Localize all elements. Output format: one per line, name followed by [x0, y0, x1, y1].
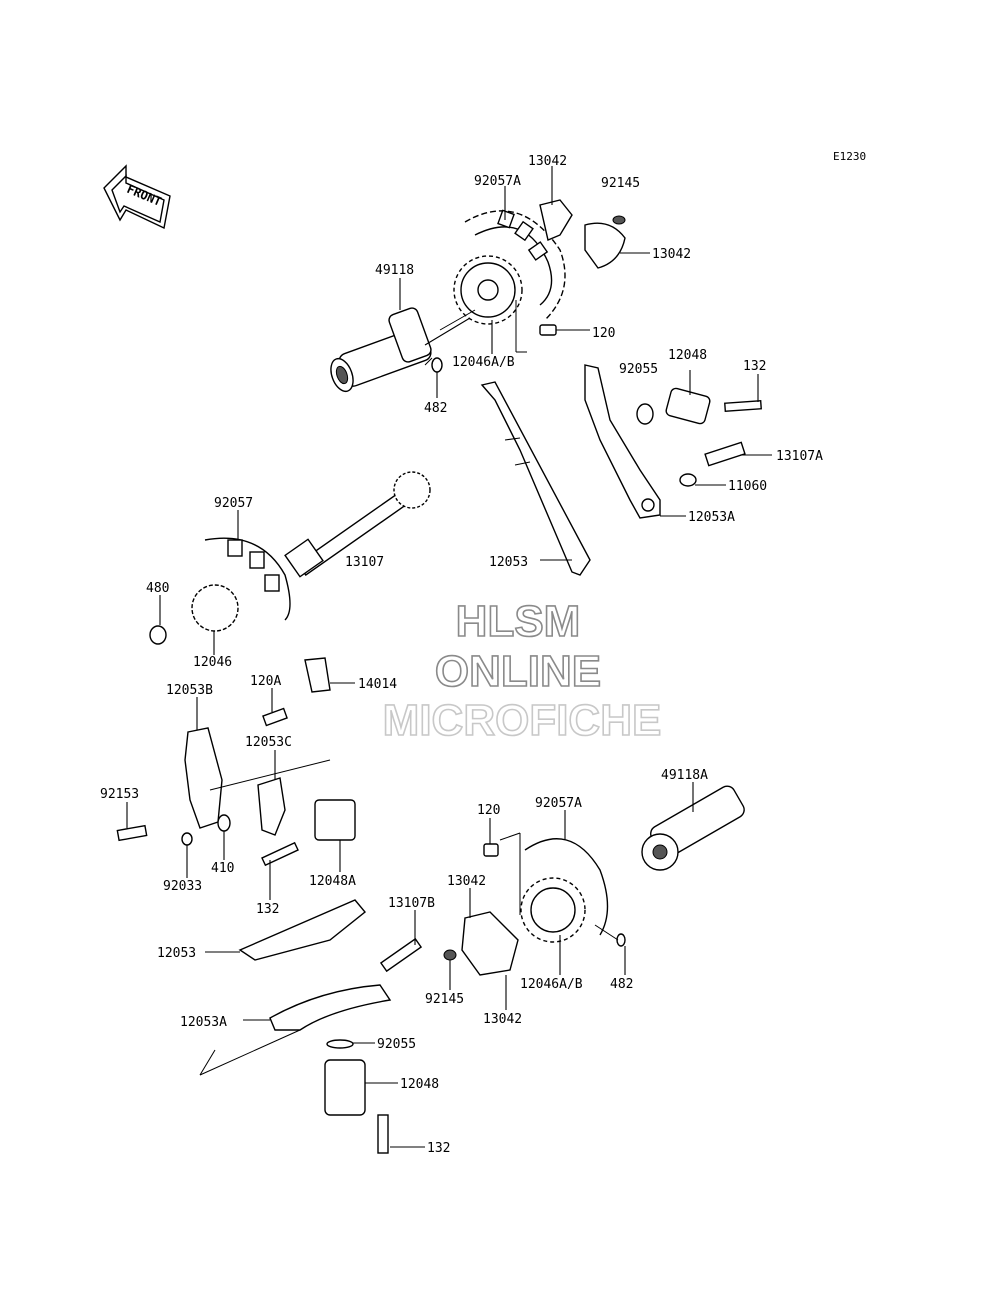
callout-410: 410 [211, 861, 234, 876]
callout-13107b: 13107B [388, 896, 435, 911]
callout-92145-top: 92145 [601, 176, 640, 191]
callout-92057a-bottom: 92057A [535, 796, 582, 811]
callout-120-bottom: 120 [477, 803, 500, 818]
idle-shaft [284, 471, 431, 578]
gear-ring [149, 625, 167, 645]
callout-49118: 49118 [375, 263, 414, 278]
callout-49118a: 49118A [661, 768, 708, 783]
callout-12053-top: 12053 [489, 555, 528, 570]
lower-cam-chain [204, 537, 291, 621]
watermark: HLSM ONLINE MICROFICHE [382, 596, 662, 746]
callout-leaders [126, 166, 772, 1148]
callout-12048-top: 12048 [668, 348, 707, 363]
watermark-line2: ONLINE [435, 647, 601, 696]
callout-13107a: 13107A [776, 449, 823, 464]
bottom-chain-guide [238, 899, 366, 961]
callout-12046: 12046 [193, 655, 232, 670]
callout-120-top: 120 [592, 326, 615, 341]
callout-92145-bottom: 92145 [425, 992, 464, 1007]
callout-92055-bottom: 92055 [377, 1037, 416, 1052]
callout-12053b: 12053B [166, 683, 213, 698]
rear-chain-tensioner [314, 799, 356, 841]
callout-13042-mid: 13042 [447, 874, 486, 889]
guide-washer [181, 832, 193, 846]
callout-11060: 11060 [728, 479, 767, 494]
callout-12053c: 12053C [245, 735, 292, 750]
callout-132-mid: 132 [256, 902, 279, 917]
bottom-spring [443, 949, 457, 961]
callout-92055-top: 92055 [619, 362, 658, 377]
bottom-circlip [616, 933, 626, 947]
callout-482-top: 482 [424, 401, 447, 416]
top-sprocket-bolt [539, 324, 590, 336]
reference-lines [199, 300, 619, 1076]
bottom-chain-tensioner [324, 1059, 366, 1116]
callout-132-bottom: 132 [427, 1141, 450, 1156]
tensioner-bolt [261, 841, 299, 867]
callout-13042-bottom: 13042 [483, 1012, 522, 1027]
bottom-sprocket-bolt [483, 843, 499, 857]
plate-bolt [262, 707, 288, 727]
idle-gear [191, 584, 239, 632]
top-cam-sprocket [453, 255, 523, 325]
top-tensioner-guide [584, 364, 661, 519]
guide-bolt [116, 824, 148, 842]
top-tensioner-bolt [679, 441, 746, 487]
callout-12053a-bottom: 12053A [180, 1015, 227, 1030]
bottom-tensioner-guide [269, 984, 392, 1031]
callout-12046ab-top: 12046A/B [452, 355, 515, 370]
callout-12048a: 12048A [309, 874, 356, 889]
top-cam-chain [464, 209, 566, 321]
top-circlip [431, 357, 443, 373]
bottom-decompressor [461, 911, 519, 976]
rear-chain-guide [184, 727, 223, 829]
callout-480: 480 [146, 581, 169, 596]
bracket-washer [217, 814, 231, 832]
callout-482-bottom: 482 [610, 977, 633, 992]
decompressor-weights [539, 199, 626, 269]
watermark-line1: HLSM [456, 597, 581, 646]
callout-92057: 92057 [214, 496, 253, 511]
callout-12053-bottom: 12053 [157, 946, 196, 961]
top-chain-tensioner [636, 387, 762, 425]
callout-92153: 92153 [100, 787, 139, 802]
callout-14014: 14014 [358, 677, 397, 692]
diagram-code: E1230 [833, 150, 866, 163]
callout-12053a-top: 12053A [688, 510, 735, 525]
callout-92033: 92033 [163, 879, 202, 894]
top-camshaft [330, 307, 471, 393]
top-chain-guide [480, 381, 591, 576]
callout-labels: 13042 92057A 92145 13042 49118 120 12046… [100, 154, 823, 1156]
callout-13042-top: 13042 [528, 154, 567, 169]
watermark-line3: MICROFICHE [383, 696, 662, 745]
guide-plate [304, 657, 331, 693]
callout-92057a-top: 92057A [474, 174, 521, 189]
front-arrow-icon: FRONT [103, 164, 171, 230]
callout-132-top: 132 [743, 359, 766, 374]
bottom-tensioner-bolt [377, 1114, 389, 1154]
bottom-o-ring [326, 1039, 354, 1049]
bottom-camshaft [641, 785, 745, 871]
callout-120a: 120A [250, 674, 281, 689]
callout-12048-bottom: 12048 [400, 1077, 439, 1092]
guide-bracket [257, 777, 286, 836]
bottom-cam-sprocket [520, 877, 586, 943]
callout-13042-right: 13042 [652, 247, 691, 262]
callout-12046ab-bottom: 12046A/B [520, 977, 583, 992]
callout-13107: 13107 [345, 555, 384, 570]
bottom-tensioner-pivot-bolt [379, 937, 423, 973]
